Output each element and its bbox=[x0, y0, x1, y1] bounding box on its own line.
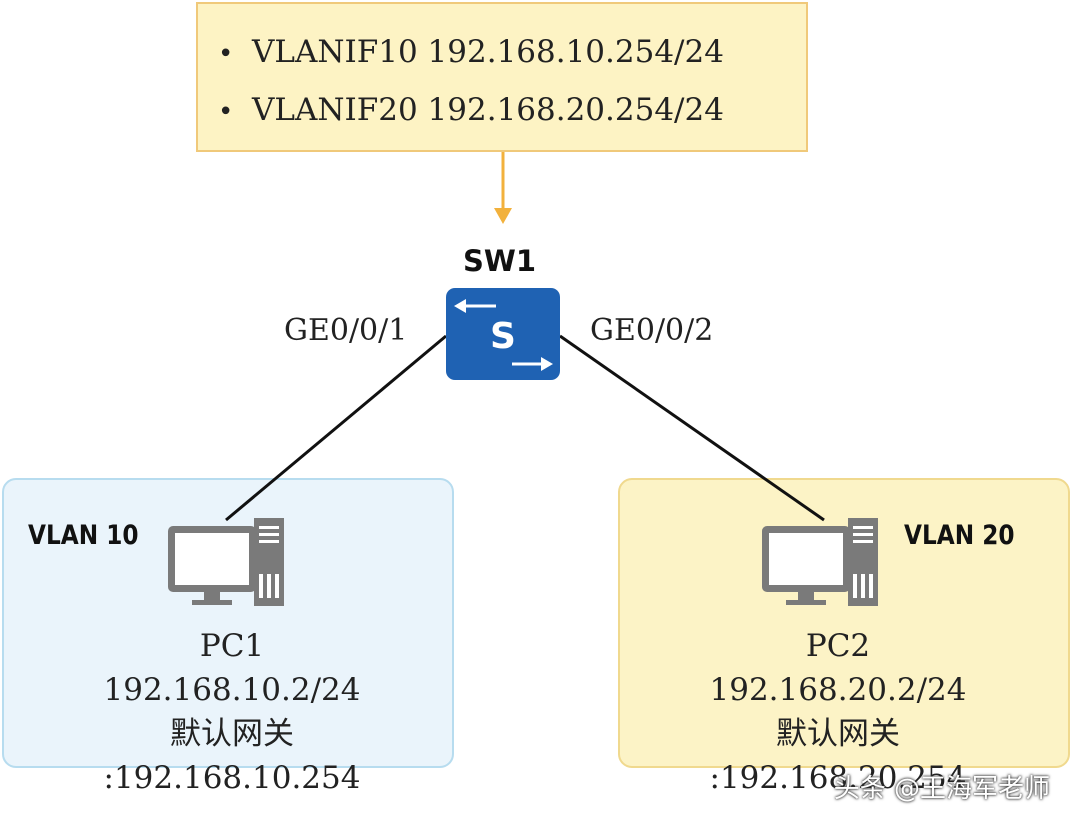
pc1-gateway-label: 默认网关 bbox=[170, 716, 294, 752]
pc1-info: PC1 192.168.10.2/24 默认网关 :192.168.10.254 bbox=[22, 624, 442, 800]
watermark: 头条 @王海军老师 bbox=[833, 774, 1050, 804]
config-arrow-head bbox=[494, 208, 512, 224]
vlanif-item-text: VLANIF10 192.168.10.254/24 bbox=[252, 34, 724, 70]
link-sw1-pc1 bbox=[225, 334, 447, 522]
pc2-ip: 192.168.20.2/24 bbox=[709, 672, 967, 708]
pc2-gateway-label: 默认网关 bbox=[776, 716, 900, 752]
bullet: • bbox=[218, 39, 234, 69]
vlanif-item: • VLANIF10 192.168.10.254/24 bbox=[218, 28, 724, 86]
port-left-label: GE0/0/1 bbox=[284, 313, 408, 348]
switch-symbol: S bbox=[454, 299, 553, 371]
pc2-gateway-value: :192.168.20.254 bbox=[709, 760, 967, 796]
vlanif-config-box: • VLANIF10 192.168.10.254/24 • VLANIF20 19… bbox=[196, 2, 808, 152]
vlan20-label: VLAN 20 bbox=[904, 520, 1015, 551]
vlanif-item-text: VLANIF20 192.168.20.254/24 bbox=[252, 92, 724, 128]
vlan10-label: VLAN 10 bbox=[28, 520, 139, 551]
pc1-ip: 192.168.10.2/24 bbox=[103, 672, 361, 708]
port-right-label: GE0/0/2 bbox=[590, 313, 714, 348]
switch-icon: S bbox=[446, 288, 560, 380]
vlanif-list: • VLANIF10 192.168.10.254/24 • VLANIF20 19… bbox=[218, 28, 724, 144]
pc1-name: PC1 bbox=[199, 628, 265, 664]
pc1-computer-icon bbox=[168, 514, 288, 610]
pc2-computer-icon bbox=[762, 514, 882, 610]
switch-icon-letter: S bbox=[490, 316, 516, 357]
pc2-info: PC2 192.168.20.2/24 默认网关 :192.168.20.254 bbox=[628, 624, 1048, 800]
link-sw1-pc2 bbox=[559, 334, 825, 522]
bullet: • bbox=[218, 97, 234, 127]
switch-name-label: SW1 bbox=[463, 244, 537, 278]
pc2-name: PC2 bbox=[805, 628, 871, 664]
pc1-gateway-value: :192.168.10.254 bbox=[103, 760, 361, 796]
vlanif-item: • VLANIF20 192.168.20.254/24 bbox=[218, 86, 724, 144]
